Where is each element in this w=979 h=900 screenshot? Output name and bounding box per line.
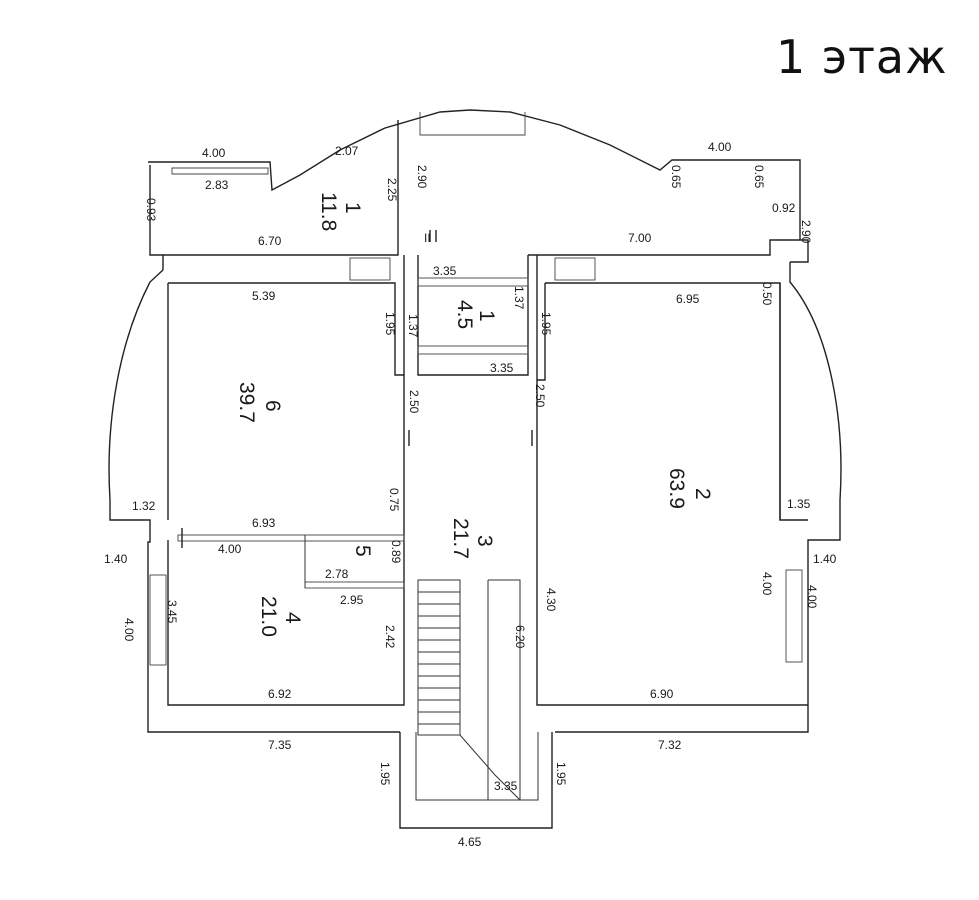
dimension-label: 6.95 bbox=[676, 292, 700, 306]
dimension-label: 4.00 bbox=[805, 585, 819, 609]
room-number: 1 bbox=[341, 202, 364, 214]
dimension-label: 2.83 bbox=[205, 178, 229, 192]
staircase bbox=[417, 579, 521, 801]
outer-walls bbox=[108, 109, 842, 829]
room-number: 2 bbox=[691, 488, 714, 500]
dimension-label: 1.95 bbox=[378, 762, 392, 786]
floor-title: 1 этаж bbox=[776, 30, 948, 84]
dimension-label: 6.93 bbox=[252, 516, 276, 530]
dimension-label: 2.07 bbox=[335, 144, 359, 158]
room-number: 6 bbox=[261, 400, 284, 412]
dimension-label: 2.50 bbox=[407, 390, 421, 414]
dimension-label: 2.90 bbox=[415, 165, 429, 189]
dimension-label: 7.00 bbox=[628, 231, 652, 245]
dimension-label: 1.95 bbox=[383, 312, 397, 336]
dimension-label: 0.65 bbox=[752, 165, 766, 189]
room-area: 21.0 bbox=[257, 596, 280, 637]
dimension-label: 2.78 bbox=[325, 567, 349, 581]
dimension-label: 0.89 bbox=[389, 540, 403, 564]
room-area: 11.8 bbox=[317, 192, 340, 231]
dimensions: 4.00 2.07 2.83 0.93 2.25 2.90 6.70 4.00 … bbox=[104, 140, 837, 849]
dimension-label: 4.00 bbox=[760, 572, 774, 596]
dimension-label: 0.92 bbox=[772, 201, 796, 215]
dimension-label: 1.95 bbox=[554, 762, 568, 786]
dimension-label: 2.25 bbox=[385, 178, 399, 202]
dimension-label: 0.50 bbox=[760, 282, 774, 306]
room-number: 1 bbox=[475, 310, 498, 322]
dimension-label: 4.00 bbox=[218, 542, 242, 556]
dimension-label: 3.35 bbox=[490, 361, 514, 375]
room-labels: 1 11.8 1 4.5 6 39.7 2 63.9 3 21.7 5 4 21… bbox=[235, 192, 714, 637]
dimension-label: 1.37 bbox=[512, 286, 526, 310]
dimension-label: 2.90 bbox=[799, 220, 813, 244]
dimension-label: 3.45 bbox=[165, 600, 179, 624]
room-area: 39.7 bbox=[235, 382, 258, 423]
room-number: 4 bbox=[281, 612, 304, 624]
room-area: 21.7 bbox=[449, 518, 472, 559]
dimension-label: 0.75 bbox=[387, 488, 401, 512]
dimension-label: 3.35 bbox=[494, 779, 518, 793]
dimension-label: 0.93 bbox=[144, 198, 158, 222]
dimension-label: 2.42 bbox=[383, 625, 397, 649]
dimension-label: 1.37 bbox=[406, 314, 420, 338]
dimension-label: 4.30 bbox=[544, 588, 558, 612]
dimension-label: 0.65 bbox=[669, 165, 683, 189]
dimension-label: 4.00 bbox=[122, 618, 136, 642]
dimension-label: 1.32 bbox=[132, 499, 156, 513]
dimension-label: 4.00 bbox=[708, 140, 732, 154]
dimension-label: 6.70 bbox=[258, 234, 282, 248]
room-number: 5 bbox=[351, 545, 374, 557]
dimension-label: 1.95 bbox=[539, 312, 553, 336]
dimension-label: 4.65 bbox=[458, 835, 482, 849]
dimension-label: 6.92 bbox=[268, 687, 292, 701]
dimension-label: 7.32 bbox=[658, 738, 682, 752]
dimension-label: 7.35 bbox=[268, 738, 292, 752]
dimension-label: 2.50 bbox=[533, 384, 547, 408]
dimension-label: 6.20 bbox=[513, 625, 527, 649]
mark-label: II bbox=[424, 231, 431, 245]
dimension-label: 1.40 bbox=[104, 552, 128, 566]
room-number: 3 bbox=[473, 535, 496, 547]
dimension-label: 5.39 bbox=[252, 289, 276, 303]
room-area: 63.9 bbox=[665, 468, 688, 509]
dimension-label: 4.00 bbox=[202, 146, 226, 160]
dimension-label: 1.35 bbox=[787, 497, 811, 511]
dimension-label: 3.35 bbox=[433, 264, 457, 278]
room-area: 4.5 bbox=[453, 300, 476, 329]
dimension-label: 6.90 bbox=[650, 687, 674, 701]
dimension-label: 2.95 bbox=[340, 593, 364, 607]
dimension-label: 1.40 bbox=[813, 552, 837, 566]
